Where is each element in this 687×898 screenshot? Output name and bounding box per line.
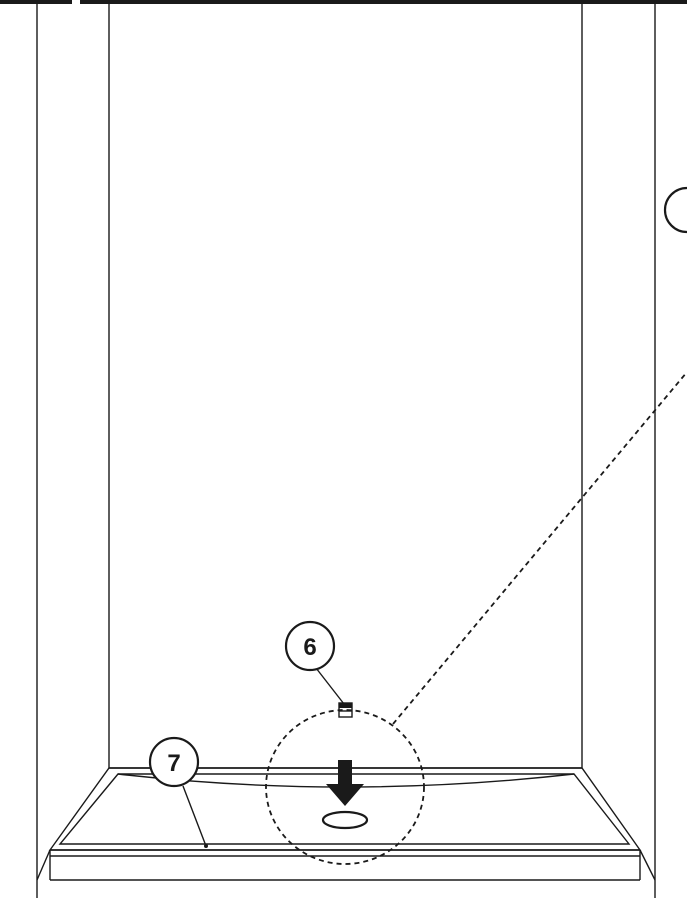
callout-6-label: 6 bbox=[303, 634, 316, 661]
left-side-wall bbox=[36, 4, 110, 898]
callout-7-leader-dot bbox=[204, 844, 208, 848]
top-left-bar bbox=[0, 0, 72, 4]
down-arrow-icon bbox=[326, 760, 364, 806]
callout-7-label: 7 bbox=[167, 750, 180, 777]
callout-7-leader bbox=[182, 785, 207, 847]
callout-7: 7 bbox=[148, 736, 200, 788]
detail-leader-line bbox=[392, 371, 687, 725]
callout-6: 6 bbox=[284, 620, 336, 672]
partial-callout-circle bbox=[663, 186, 687, 234]
callout-6-leader bbox=[315, 667, 345, 705]
right-side-wall bbox=[581, 4, 656, 898]
detail-circle bbox=[265, 709, 425, 865]
top-right-bar bbox=[80, 0, 687, 4]
drain-hole bbox=[321, 810, 369, 830]
